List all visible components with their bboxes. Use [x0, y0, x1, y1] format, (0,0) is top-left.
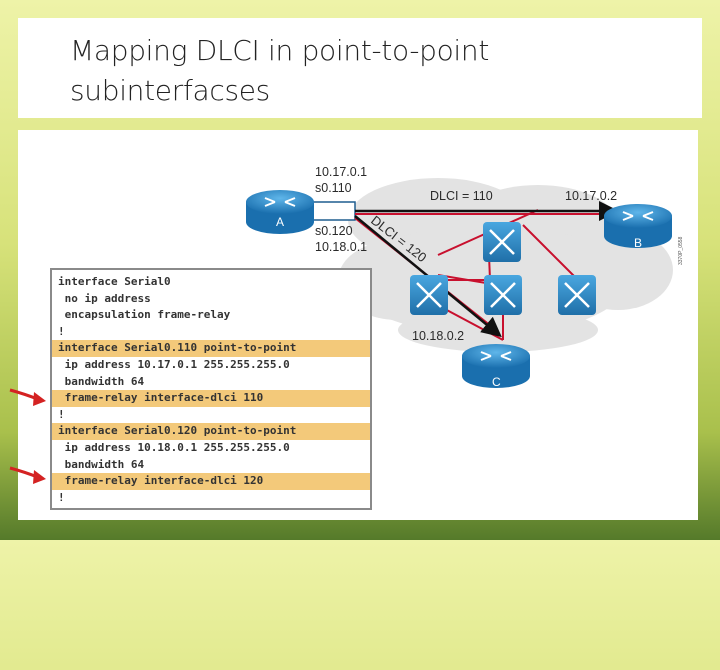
config-line: ip address 10.17.0.1 255.255.255.0 [58, 358, 290, 371]
config-line: no ip address [58, 291, 151, 305]
config-line: encapsulation frame-relay [58, 308, 231, 322]
router-a-ip-120: 10.18.0.1 [315, 240, 367, 254]
config-line: ip address 10.18.0.1 255.255.255.0 [58, 441, 290, 454]
title-box: Mapping DLCI in point-to-point subinterf… [18, 18, 702, 118]
figure-code: 3370P_0558 [678, 236, 684, 265]
frame-relay-cloud [338, 178, 673, 352]
red-arrow-icon [9, 466, 46, 484]
config-line: ! [58, 490, 65, 504]
router-b-label: B [634, 236, 642, 250]
config-line-highlighted: interface Serial0.110 point-to-point [52, 340, 370, 357]
config-line: bandwidth 64 [58, 374, 145, 388]
network-diagram: A B C 10.17.0.1 s0.110 s0.120 10.18.0.1 … [246, 165, 684, 389]
router-a-ip-110: 10.17.0.1 [315, 165, 367, 179]
router-a-label: A [276, 215, 284, 229]
subinterface-s0-110-label: s0.110 [315, 181, 352, 195]
dlci-110-label: DLCI = 110 [430, 189, 493, 203]
router-a-icon: A [246, 190, 314, 234]
slide-title-line-1: Mapping DLCI in point-to-point [70, 34, 490, 67]
red-arrow-icon [9, 388, 46, 406]
frame-relay-switch-icon [483, 222, 521, 262]
router-c-icon: C [462, 344, 530, 389]
router-b-ip: 10.17.0.2 [565, 189, 617, 203]
router-b-icon: B [604, 204, 672, 250]
subinterface-s0-120-label: s0.120 [315, 224, 353, 238]
dlci-110-path [355, 201, 619, 221]
config-line: bandwidth 64 [58, 457, 145, 471]
frame-relay-switch-icon [410, 275, 448, 315]
config-listing: interface Serial0 no ip address encapsul… [50, 268, 372, 510]
frame-relay-switch-icon [484, 275, 522, 315]
slide-title-line-2: subinterfacses [70, 74, 270, 107]
router-c-ip: 10.18.0.2 [412, 329, 464, 343]
router-c-label: C [492, 375, 501, 389]
arrow-markers [9, 388, 46, 484]
config-line: ! [58, 407, 65, 421]
serial-link [312, 201, 356, 221]
frame-relay-switch-icon [558, 275, 596, 315]
config-line-highlighted: frame-relay interface-dlci 110 [52, 390, 370, 407]
config-line-highlighted: frame-relay interface-dlci 120 [52, 473, 370, 490]
config-line-highlighted: interface Serial0.120 point-to-point [52, 423, 370, 440]
config-line: interface Serial0 [58, 275, 171, 288]
config-line: ! [58, 324, 65, 338]
